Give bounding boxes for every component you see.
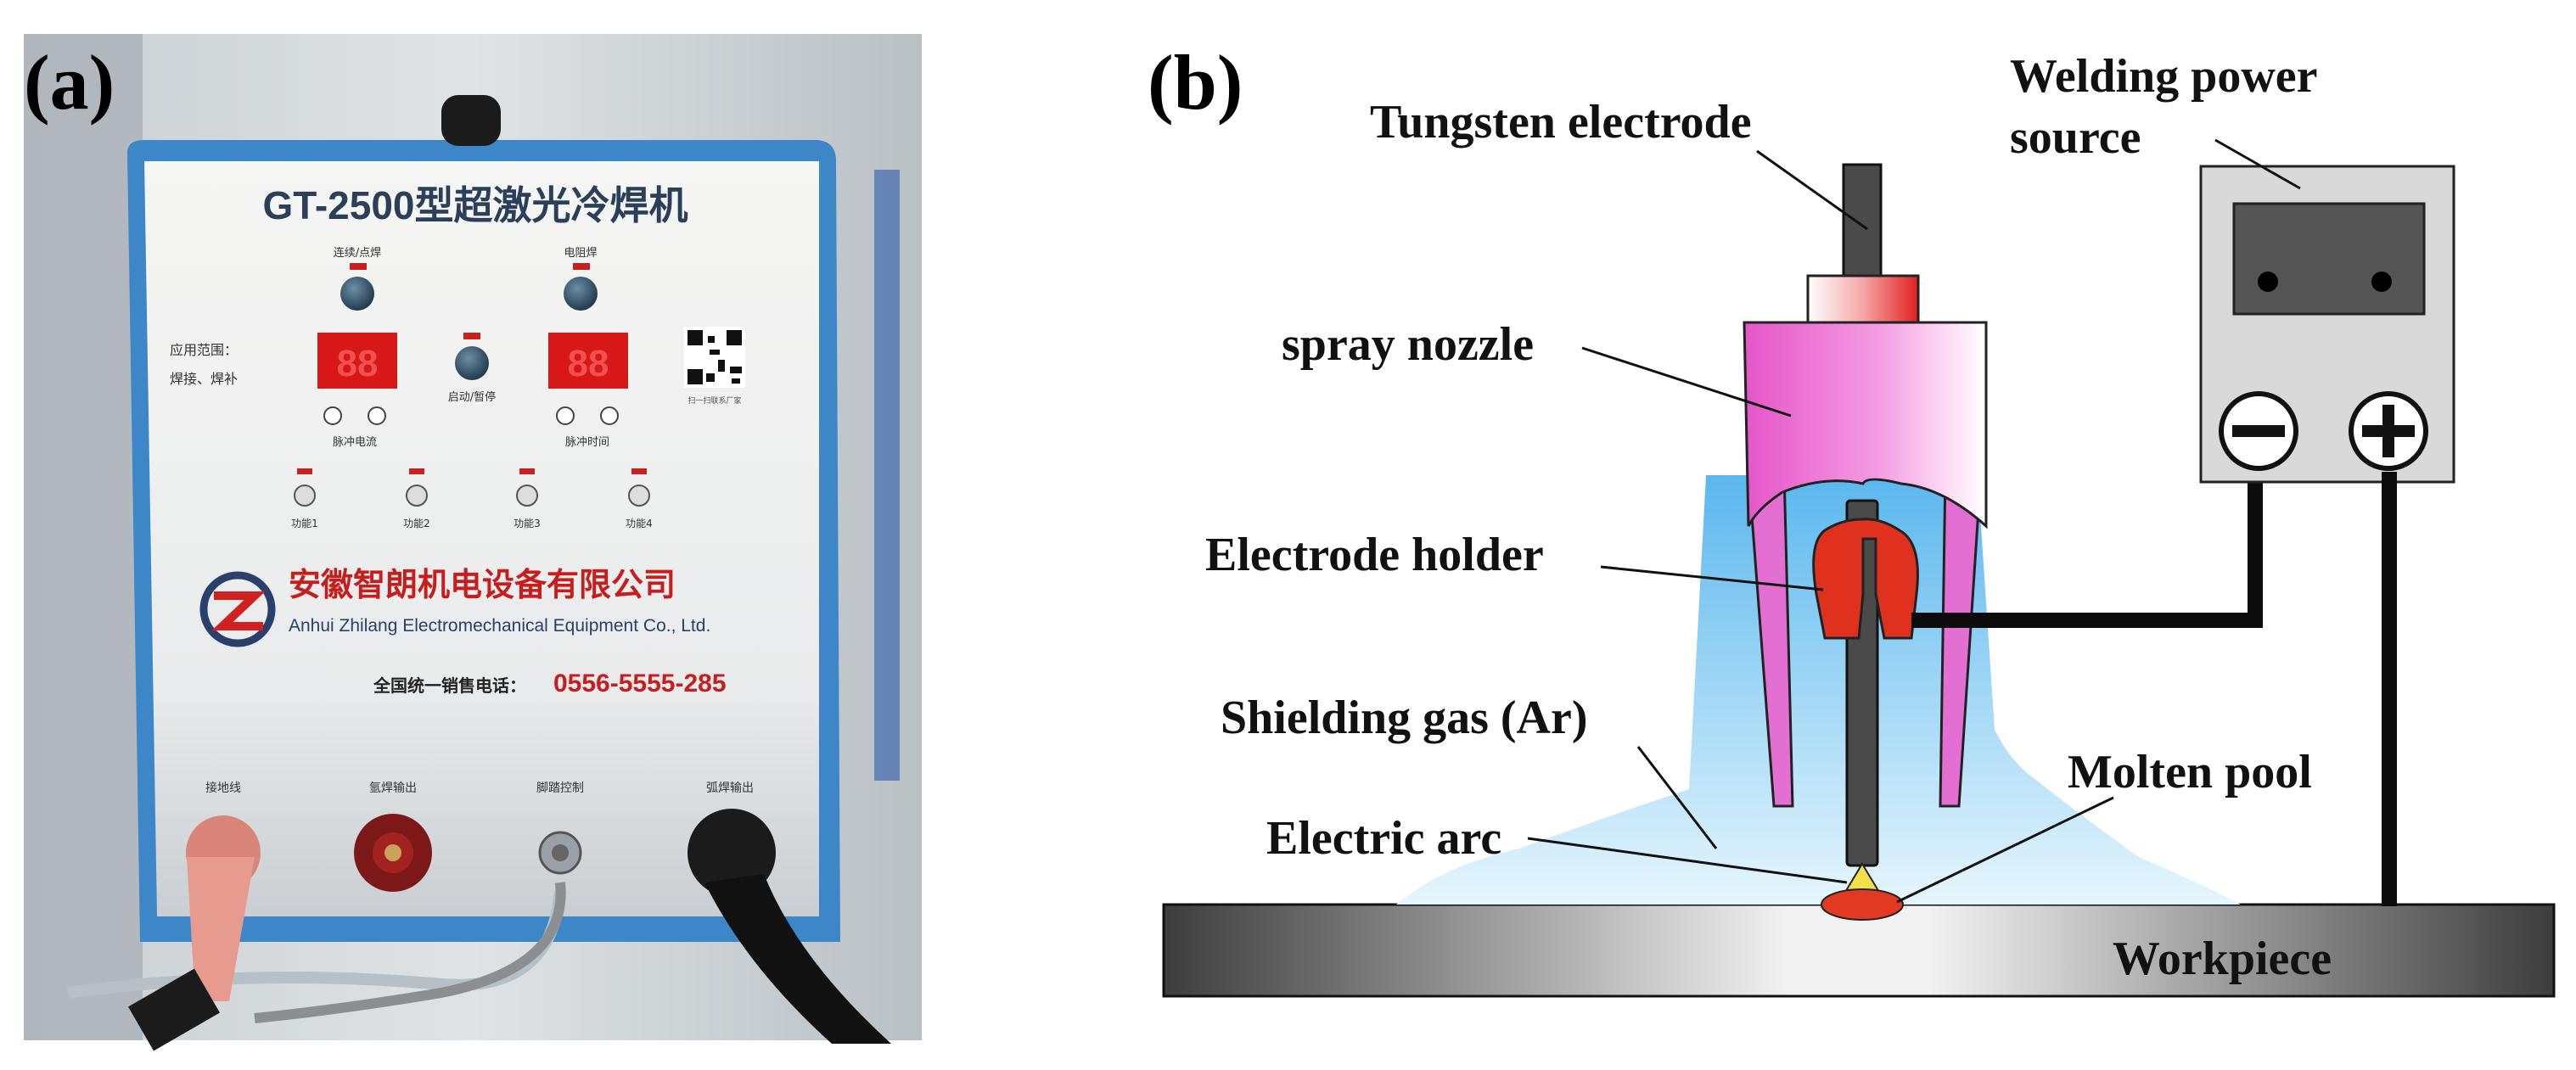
top-right-led: [573, 263, 590, 270]
negative-cable-vertical: [2248, 472, 2263, 628]
cable-right: [874, 170, 900, 781]
application-value: 焊接、焊补: [170, 371, 238, 387]
model-title: GT-2500型超激光冷焊机: [263, 183, 688, 227]
electrode-holder: [1812, 518, 1919, 640]
hotline-label: 全国统一销售电话：: [373, 675, 526, 696]
arc-output-port: [687, 809, 891, 1044]
top-right-knob: [564, 277, 598, 311]
positive-cable: [2382, 472, 2397, 906]
workpiece-label: Workpiece: [2113, 933, 2332, 985]
holder-cable: [1911, 613, 2261, 628]
panel-b: (b) Workpiece Tung: [1148, 39, 2556, 998]
function-row: 功能1 功能2 功能3 功能4: [291, 468, 653, 529]
ground-port: [128, 815, 261, 1051]
function-button-3: [516, 485, 538, 507]
right-display: [548, 333, 628, 389]
handle: [441, 95, 501, 146]
grey-cable: [254, 882, 566, 1023]
left-adjust-down-icon: [323, 406, 342, 425]
foot-control-port: [538, 831, 582, 875]
function-button-2: [406, 485, 428, 507]
power-source-label-line2: source: [2010, 111, 2141, 164]
function-label-3: 功能3: [514, 518, 541, 529]
molten-pool-label: Molten pool: [2068, 746, 2312, 798]
start-pause-button: [455, 346, 489, 380]
function-led-1: [297, 468, 312, 474]
center-button-label: 启动/暂停: [448, 390, 496, 404]
center-led: [463, 333, 480, 339]
left-adjust-up-icon: [368, 406, 386, 425]
display-dot-right: [2371, 272, 2392, 292]
electrode-holder-label: Electrode holder: [1205, 529, 1544, 581]
function-label-2: 功能2: [403, 518, 430, 529]
leader-molten-pool: [1896, 796, 2114, 904]
qr-code: [684, 327, 745, 388]
shielding-gas-cloud: [1396, 475, 2241, 905]
top-left-knob: [340, 277, 374, 311]
spray-nozzle-label: spray nozzle: [1282, 318, 1534, 371]
top-right-knob-label: 电阻焊: [564, 246, 597, 260]
function-label-1: 功能1: [291, 518, 318, 529]
nozzle-cap: [1806, 274, 1920, 327]
leader-electrode-holder: [1600, 565, 1824, 591]
hotline-number: 0556-5555-285: [553, 669, 727, 697]
top-left-led: [350, 263, 367, 270]
argon-output-port: [354, 814, 432, 892]
spray-nozzle-body: [1743, 321, 1988, 529]
power-source-display: [2232, 202, 2426, 316]
function-button-1: [294, 485, 316, 507]
function-led-2: [409, 468, 424, 474]
electric-arc-label: Electric arc: [1266, 812, 1501, 865]
machine-front-panel: [144, 161, 819, 916]
function-led-3: [519, 468, 535, 474]
function-label-4: 功能4: [626, 518, 653, 529]
right-display-caption: 脉冲时间: [565, 436, 609, 449]
top-left-knob-label: 连续/点焊: [334, 246, 381, 260]
qr-caption: 扫一扫联系厂家: [687, 395, 741, 406]
power-source-label-line1: Welding power: [2010, 50, 2317, 103]
display-dot-left: [2258, 272, 2278, 292]
panel-a-label: (a): [24, 39, 115, 126]
leader-power-source: [2214, 138, 2301, 190]
port-label-2: 氩焊输出: [369, 781, 417, 795]
left-display: [317, 333, 397, 389]
tungsten-electrode-label: Tungsten electrode: [1370, 96, 1752, 148]
company-name-cn: 安徽智朗机电设备有限公司: [289, 566, 676, 603]
port-label-4: 弧焊输出: [706, 781, 754, 795]
panel-b-label: (b): [1148, 39, 1243, 126]
left-display-digits: 88: [337, 343, 379, 384]
right-display-digits: 88: [568, 343, 609, 384]
port-label-3: 脚踏控制: [536, 781, 584, 795]
leader-lines: [1527, 138, 2301, 904]
function-led-4: [631, 468, 647, 474]
shielding-gas-label: Shielding gas (Ar): [1221, 692, 1588, 744]
left-display-caption: 脉冲电流: [333, 436, 377, 449]
right-adjust-down-icon: [556, 406, 575, 425]
company-logo: [199, 571, 276, 647]
company-name-en: Anhui Zhilang Electromechanical Equipmen…: [289, 616, 710, 636]
negative-terminal-bar: [2232, 425, 2285, 437]
panel-a: GT-2500型超激光冷焊机 连续/点焊 电阻焊 应用范围： 焊接、焊补 88 …: [24, 34, 922, 1051]
positive-terminal-vbar: [2382, 405, 2394, 457]
port-label-1: 接地线: [205, 781, 241, 795]
leader-electric-arc: [1527, 837, 1848, 884]
leader-spray-nozzle: [1581, 346, 1792, 417]
wall-shadow: [24, 34, 143, 1040]
molten-pool: [1821, 888, 1904, 921]
right-adjust-up-icon: [600, 406, 619, 425]
leader-shielding-gas: [1636, 746, 1718, 849]
leader-tungsten: [1756, 149, 1868, 231]
function-button-4: [628, 485, 650, 507]
application-label: 应用范围：: [170, 342, 238, 358]
